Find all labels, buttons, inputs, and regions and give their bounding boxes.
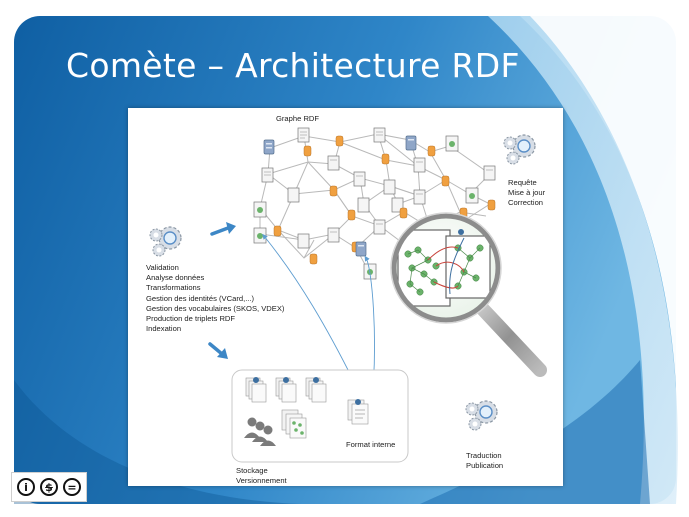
query-label: Requête Mise à jour Correction xyxy=(508,178,545,209)
cc-nd-icon: = xyxy=(63,478,81,496)
graph-nodes xyxy=(253,127,496,280)
document-icon xyxy=(327,227,340,243)
format-label: Format interne xyxy=(346,440,396,449)
arrow-icon xyxy=(208,342,228,359)
process-line: Transformations xyxy=(146,283,201,293)
server-icon xyxy=(405,135,417,151)
gears-icon xyxy=(149,226,182,257)
internal-format-icon xyxy=(347,399,369,425)
document-icon xyxy=(373,127,386,143)
process-line: Validation xyxy=(146,263,179,272)
document-icon xyxy=(383,179,396,195)
arrow-icon xyxy=(210,222,236,236)
process-line: Analyse données xyxy=(146,273,205,283)
document-icon xyxy=(297,233,310,249)
database-icon xyxy=(381,153,390,165)
cc-by-icon: i xyxy=(17,478,35,496)
process-line: Indexation xyxy=(146,324,182,334)
gears-icon xyxy=(503,134,536,165)
graph-label: Graphe RDF xyxy=(276,114,320,123)
cc-license-badge[interactable]: i $ = xyxy=(11,472,87,502)
diagram-graphics xyxy=(149,127,547,463)
process-line: Production de triplets RDF xyxy=(146,314,236,324)
server-icon xyxy=(355,241,367,257)
document-icon xyxy=(413,157,426,173)
people-icon xyxy=(244,417,276,446)
storage-line: Versionnement xyxy=(236,476,287,486)
graph-document-stack-icon xyxy=(281,409,307,439)
database-icon xyxy=(335,135,344,147)
document-icon xyxy=(287,187,300,203)
process-line: Gestion des vocabulaires (SKOS, VDEX) xyxy=(146,303,285,313)
architecture-diagram: Graphe RDF Requête Mise à jour Correctio… xyxy=(128,108,563,486)
database-icon xyxy=(309,253,318,265)
document-icon xyxy=(327,155,340,171)
database-icon xyxy=(273,225,282,237)
document-icon xyxy=(483,165,496,181)
process-list: Validation Analyse données Transformatio… xyxy=(146,263,284,334)
gears-icon xyxy=(465,400,498,431)
document-stack-icon xyxy=(275,377,297,403)
document-icon xyxy=(413,189,426,205)
document-stack-icon xyxy=(305,377,327,403)
database-icon xyxy=(303,145,312,157)
database-icon xyxy=(427,145,436,157)
storage-box xyxy=(231,369,409,463)
server-icon xyxy=(263,139,275,155)
document-icon xyxy=(465,187,479,204)
database-icon xyxy=(329,185,338,197)
document-icon xyxy=(253,201,267,218)
document-icon xyxy=(373,219,386,235)
document-icon xyxy=(253,227,267,244)
document-icon xyxy=(445,135,459,152)
document-icon xyxy=(297,127,310,143)
query-line: Correction xyxy=(508,198,544,208)
process-line: Gestion des identités (VCard,...) xyxy=(146,293,255,303)
document-icon xyxy=(357,197,370,213)
document-icon xyxy=(353,171,366,187)
database-icon xyxy=(399,207,408,219)
translation-line: Publication xyxy=(466,461,504,471)
query-line: Mise à jour xyxy=(508,188,546,198)
database-icon xyxy=(441,175,450,187)
document-icon xyxy=(261,167,274,183)
query-line: Requête xyxy=(508,178,537,187)
storage-label: Stockage Versionnement xyxy=(236,466,287,486)
cc-nc-icon: $ xyxy=(40,478,58,496)
document-icon xyxy=(391,197,404,213)
page-title: Comète – Architecture RDF xyxy=(66,46,520,85)
translation-line: Traduction xyxy=(466,451,502,460)
magnifier-icon xyxy=(390,212,547,377)
storage-line: Stockage xyxy=(236,466,268,475)
database-icon xyxy=(347,209,356,221)
database-icon xyxy=(487,199,496,211)
translation-label: Traduction Publication xyxy=(466,451,503,471)
document-stack-icon xyxy=(245,377,267,403)
